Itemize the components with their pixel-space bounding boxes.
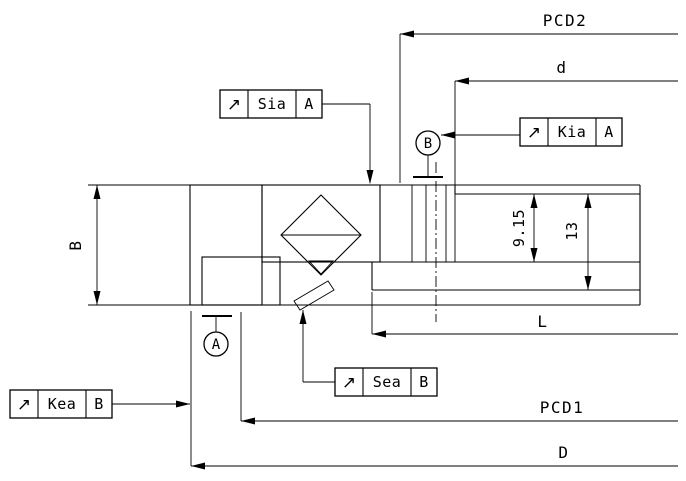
fcf-sea-label: Sea — [373, 373, 402, 391]
arrow-left-icon — [241, 417, 255, 425]
datum-a-circle — [203, 331, 229, 357]
arrow-left-icon — [372, 330, 386, 338]
arrow-left-icon — [455, 77, 469, 85]
runout-icon: ↗ — [342, 373, 356, 393]
fcf-sea-box — [334, 367, 438, 397]
arrow-right-icon — [176, 400, 190, 408]
outer-ring-bolt-hole — [201, 256, 281, 306]
dim-d-outer: D — [190, 311, 678, 470]
arrow-down-icon — [93, 291, 101, 305]
runout-icon: ↗ — [227, 95, 241, 115]
raceway-housing-section — [261, 184, 381, 263]
l-label: L — [537, 312, 548, 331]
d-outer-label: D — [558, 443, 569, 462]
dim-b: B — [66, 184, 190, 306]
height-13-label: 13 — [563, 221, 581, 240]
fcf-sia: ↗ Sia A — [219, 89, 374, 184]
arrow-down-icon — [366, 170, 374, 184]
fcf-kea: ↗ Kea B — [9, 389, 190, 419]
arrow-up-icon — [530, 194, 538, 208]
fcf-kia: ↗ Kia A — [441, 117, 623, 147]
section-outline — [190, 184, 641, 306]
fcf-sia-datum: A — [304, 95, 314, 113]
pcd1-label: PCD1 — [540, 398, 585, 417]
datum-a-label: A — [212, 337, 221, 353]
arrow-up-icon — [299, 310, 307, 324]
inner-ring-hole-flank-right — [445, 184, 456, 263]
datum-b-circle — [415, 130, 441, 156]
dim-915: 9.15 — [510, 194, 538, 262]
fcf-kia-datum: A — [604, 123, 614, 141]
fcf-sia-box — [219, 89, 323, 119]
height-915-label: 9.15 — [510, 209, 528, 247]
outer-ring-section — [189, 184, 263, 306]
dim-13: 13 — [563, 194, 592, 290]
dim-pcd2: PCD2 — [399, 11, 678, 183]
fcf-kia-label: Kia — [558, 123, 587, 141]
fcf-kea-datum: B — [94, 395, 104, 413]
fcf-kea-box — [9, 389, 113, 419]
arrow-up-icon — [93, 185, 101, 199]
fcf-kea-label: Kea — [48, 395, 77, 413]
arrow-left-icon — [441, 131, 455, 139]
arrow-left-icon — [400, 30, 414, 38]
runout-icon: ↗ — [17, 395, 31, 415]
runout-icon: ↗ — [527, 123, 541, 143]
seal-section — [293, 280, 335, 311]
inner-ring-hole-flank-left — [411, 184, 427, 263]
datum-b: B — [413, 130, 443, 178]
fcf-sea-datum: B — [419, 373, 429, 391]
b-label: B — [66, 239, 85, 250]
dim-pcd1: PCD1 — [240, 312, 678, 425]
arrow-down-icon — [530, 248, 538, 262]
arrow-down-icon — [584, 276, 592, 290]
datum-a: A — [202, 315, 232, 357]
pcd2-label: PCD2 — [543, 11, 588, 30]
arrow-left-icon — [191, 462, 205, 470]
arrow-up-icon — [584, 194, 592, 208]
fcf-kia-box — [519, 117, 623, 147]
bearing-section — [189, 162, 641, 322]
crossed-roller — [280, 194, 362, 276]
d-label: d — [556, 58, 567, 77]
fcf-sea: ↗ Sea B — [299, 310, 438, 397]
dim-l: L — [371, 292, 678, 338]
fcf-sia-label: Sia — [258, 95, 287, 113]
datum-b-label: B — [424, 136, 432, 152]
roller-spacer — [307, 260, 335, 275]
